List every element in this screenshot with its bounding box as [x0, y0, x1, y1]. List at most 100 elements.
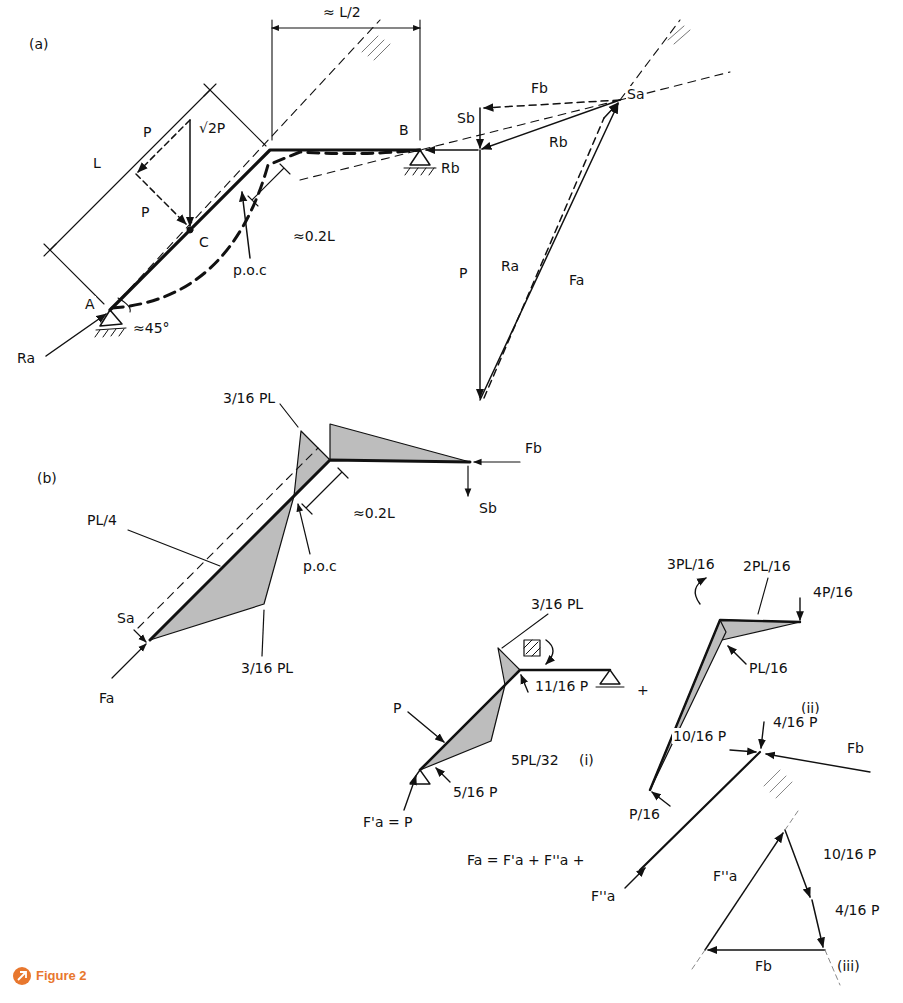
dimension-lines — [44, 20, 420, 312]
annotation-label: (iii) — [836, 958, 861, 974]
annotation-label: 2PL/16 — [742, 558, 792, 574]
annotation-label: P — [142, 124, 152, 140]
sub-case-ii — [720, 620, 800, 640]
annotation-label: C — [198, 234, 210, 250]
annotation-label: Rb — [440, 160, 461, 176]
annotation-label: 4/16 P — [834, 902, 880, 918]
annotation-leaders — [298, 504, 310, 554]
annotation-label: F''a — [590, 888, 616, 904]
annotation-label: 4/16 P — [772, 714, 818, 730]
annotation-leaders — [302, 468, 348, 514]
annotation-label: PL/4 — [86, 512, 118, 528]
sub-case-iii — [705, 833, 783, 950]
annotation-label: Sa — [626, 86, 645, 102]
annotation-label: p.o.c — [302, 558, 338, 574]
load-arrows — [242, 192, 250, 258]
sub-case-iii — [812, 900, 823, 947]
annotation-label: + — [636, 682, 650, 698]
force-triangle — [480, 100, 620, 400]
annotation-leaders — [262, 610, 264, 656]
force-triangle — [484, 118, 604, 398]
annotation-leaders — [134, 630, 146, 642]
dimension-lines — [50, 90, 210, 250]
sub-case-ii — [650, 578, 800, 806]
dimension-lines — [248, 164, 290, 206]
annotation-label: p.o.c — [232, 262, 268, 278]
annotation-label: Sb — [478, 500, 498, 516]
annotation-label: Sa — [116, 610, 135, 626]
sub-case-i — [420, 670, 610, 770]
annotation-label: F'a = P — [362, 814, 414, 830]
annotation-label: Fb — [846, 740, 865, 756]
annotation-label: 4P/16 — [812, 584, 854, 600]
sub-case-i — [408, 712, 444, 742]
frame-a — [95, 150, 436, 337]
hatch — [362, 26, 690, 60]
hatch — [362, 26, 690, 60]
frame-a — [100, 310, 122, 326]
frame-a — [95, 328, 126, 337]
frame-a — [187, 227, 193, 233]
frame-a — [404, 168, 436, 175]
annotation-label: (a) — [28, 36, 50, 52]
figure-caption: Figure 2 — [36, 968, 87, 984]
force-triangle — [479, 108, 481, 148]
sub-case-ii — [695, 578, 706, 604]
sub-case-i — [436, 768, 450, 782]
caption-icon — [13, 967, 31, 985]
dimension-lines — [272, 27, 420, 28]
sub-case-i — [600, 670, 620, 684]
deflected-shape — [112, 150, 420, 308]
sub-case-iii — [625, 868, 645, 888]
annotation-label: Sb — [456, 110, 476, 126]
line-of-action — [110, 20, 730, 310]
annotation-label: Rb — [548, 134, 569, 150]
sub-case-i — [524, 640, 540, 656]
sub-case-iii — [785, 830, 810, 897]
caption-icon — [18, 972, 26, 980]
sub-case-iii — [766, 754, 870, 772]
sub-case-i — [546, 640, 553, 664]
load-arrows — [138, 120, 190, 172]
sub-case-iii — [730, 750, 756, 752]
sub-case-ii — [728, 646, 746, 664]
moment-diagram — [150, 460, 470, 640]
force-triangle — [479, 150, 481, 398]
dimension-lines — [272, 20, 420, 140]
annotation-label: (b) — [36, 470, 58, 486]
sub-case-i — [521, 675, 528, 692]
annotation-leaders — [112, 644, 146, 678]
sub-case-i — [410, 770, 430, 784]
annotation-label: Fa = F'a + F''a + — [466, 852, 586, 868]
load-arrows — [189, 120, 191, 226]
annotation-label: P/16 — [628, 806, 661, 822]
sub-case-i — [596, 687, 624, 688]
annotation-label: Fb — [530, 80, 549, 96]
annotation-label: ≈0.2L — [292, 228, 336, 244]
annotation-label: 3/16 PL — [222, 390, 276, 406]
sub-case-i — [524, 640, 540, 656]
annotation-label: B — [398, 122, 410, 138]
load-arrows — [46, 314, 106, 356]
annotation-label: P — [458, 265, 468, 281]
annotation-label: Fa — [568, 272, 585, 288]
sub-case-iii — [690, 808, 840, 985]
sub-case-iii — [761, 722, 764, 748]
dimension-lines — [44, 84, 216, 256]
load-arrows — [46, 120, 478, 356]
annotation-label: A — [84, 296, 96, 312]
annotation-label: PL/16 — [748, 660, 789, 676]
annotation-label: Ra — [500, 258, 520, 274]
sub-case-ii — [799, 598, 800, 620]
moment-diagram — [138, 424, 470, 640]
annotation-label: ≈0.2L — [352, 505, 396, 521]
annotation-leaders — [467, 466, 468, 496]
annotation-label: ≈45° — [132, 320, 171, 336]
sub-case-ii — [652, 792, 670, 806]
deflected-shape — [112, 150, 420, 308]
sub-case-ii — [650, 620, 800, 790]
annotation-label: √2P — [198, 120, 226, 136]
moment-diagram — [330, 424, 470, 462]
annotation-leaders — [112, 404, 520, 678]
